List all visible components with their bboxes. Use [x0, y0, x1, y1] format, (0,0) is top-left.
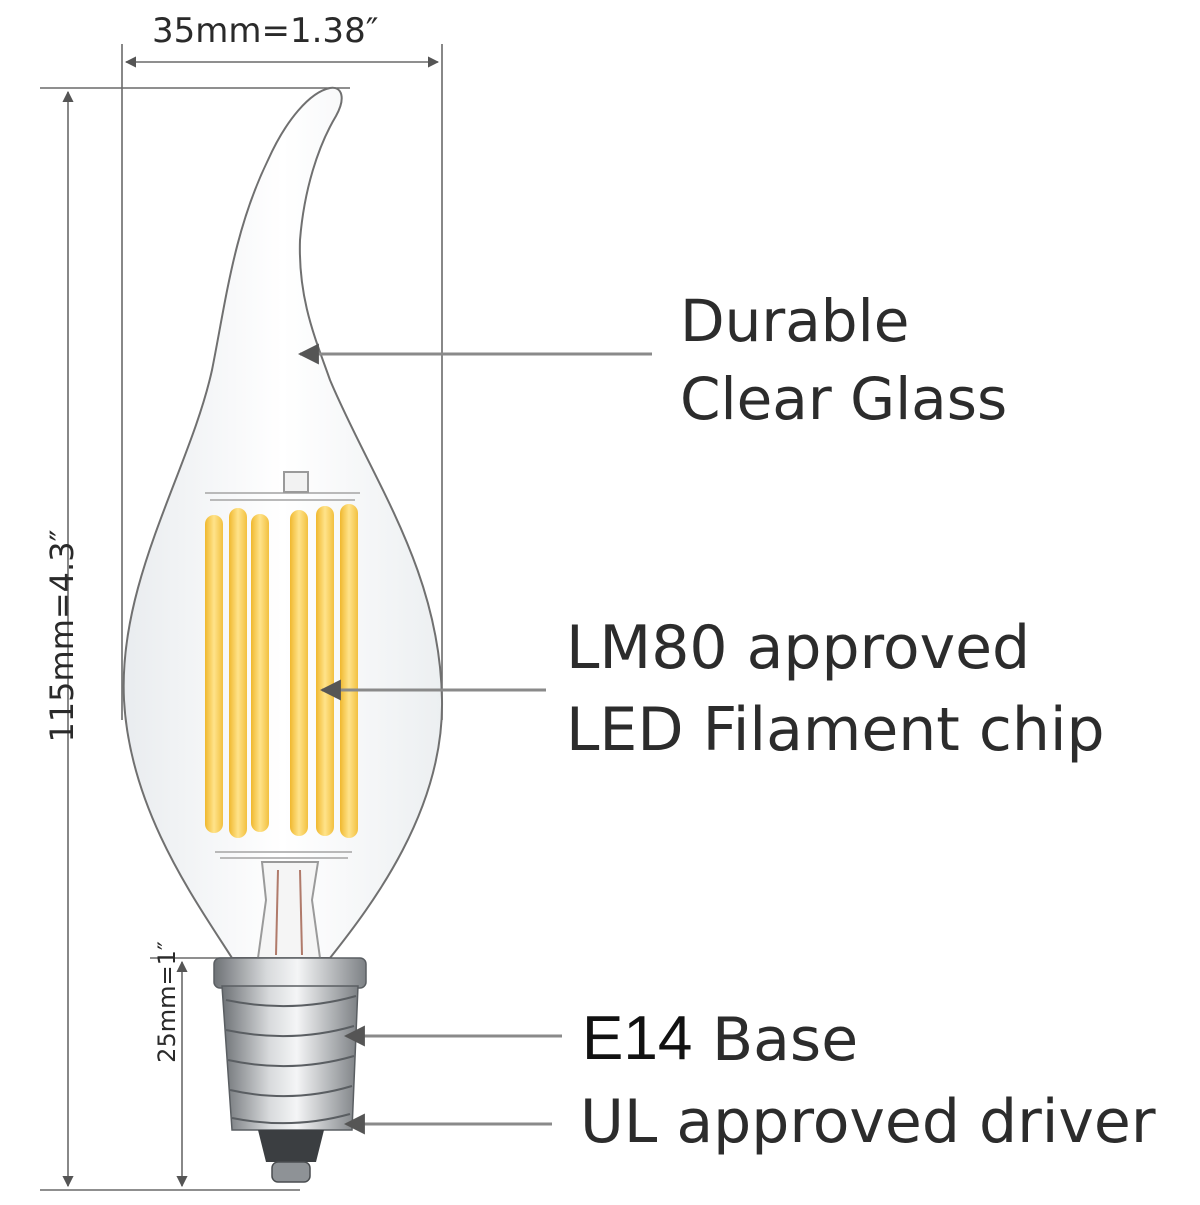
width-dimension-label: 35mm=1.38″ [152, 11, 379, 51]
led-label-line2: LED Filament chip [566, 695, 1105, 765]
glass-label-line1: Durable [680, 287, 910, 355]
width-dimension [121, 44, 443, 720]
driver-label: UL approved driver [580, 1087, 1156, 1157]
base-word-label: Base [712, 1005, 859, 1075]
filament-support [205, 471, 360, 859]
base-dimension-label: 25mm=1″ [153, 941, 181, 1063]
led-filament-3 [251, 514, 269, 832]
glass-label-line2: Clear Glass [680, 365, 1008, 433]
base-code-label: E14 [582, 1004, 693, 1073]
screw-base [213, 957, 367, 1183]
led-filament-4 [290, 510, 308, 836]
height-dimension-label: 115mm=4.3″ [43, 529, 81, 743]
led-label-line1: LM80 approved [566, 613, 1031, 683]
led-filament-6 [340, 504, 358, 838]
led-filament-2 [229, 508, 247, 838]
height-dimension [40, 87, 350, 1191]
led-filament-1 [205, 515, 223, 833]
glass-stem [256, 861, 322, 959]
glass-envelope [122, 86, 444, 959]
led-filaments [205, 504, 358, 838]
callout-arrows [297, 343, 652, 1135]
led-filament-5 [316, 506, 334, 836]
